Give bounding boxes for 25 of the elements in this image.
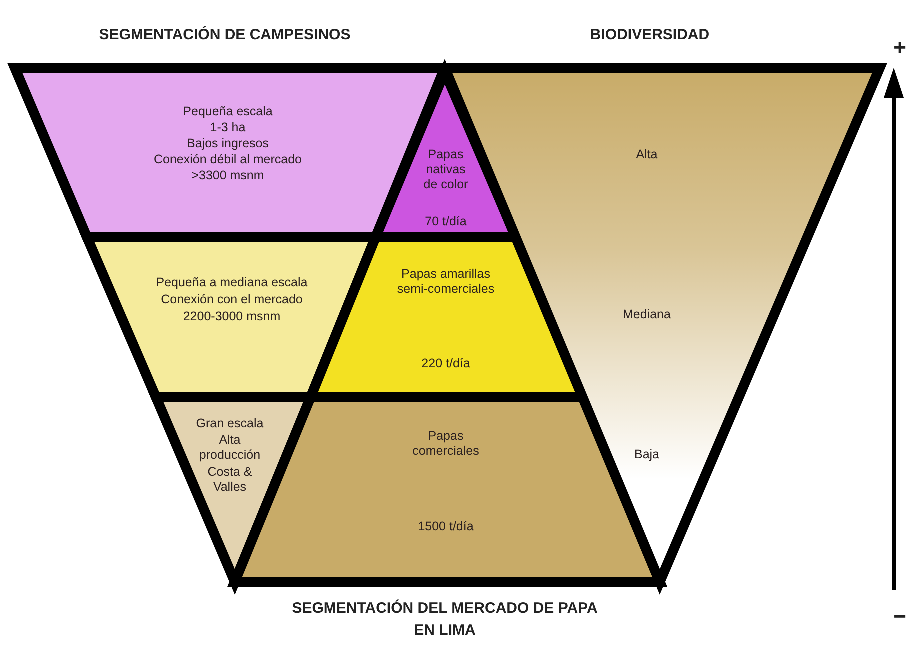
band-label: 220 t/día <box>420 356 472 372</box>
axis-sign: − <box>894 604 906 630</box>
band-label: 2200-3000 msnm <box>182 310 282 324</box>
section-heading: SEGMENTACIÓN DE CAMPESINOS <box>99 26 351 44</box>
section-heading: BIODIVERSIDAD <box>590 26 710 44</box>
band-label: Mediana <box>622 308 672 322</box>
band-label: Conexión débil al mercado <box>152 152 303 168</box>
band-label: 70 t/día <box>424 214 468 230</box>
band-label: Baja <box>633 448 661 462</box>
section-heading: SEGMENTACIÓN DEL MERCADO DE PAPA EN LIMA <box>291 598 599 641</box>
axis-sign: + <box>894 35 906 61</box>
band-label: 1-3 ha <box>209 120 247 136</box>
band-label: Papas comerciales <box>412 429 480 459</box>
band-label: Bajos ingresos <box>186 136 270 152</box>
band-label: 1500 t/día <box>417 520 475 534</box>
band-label: Alta <box>635 148 659 162</box>
band-label: Pequeña a mediana escala <box>155 276 309 290</box>
band-label: >3300 msnm <box>190 168 266 184</box>
band-label: Pequeña escala <box>182 104 274 120</box>
band-label: Gran escala <box>195 416 265 432</box>
band-label: Papas amarillas semi-comerciales <box>396 267 496 297</box>
band-label: Conexión con el mercado <box>160 292 304 308</box>
band-label: Alta producción <box>199 433 261 463</box>
band-label: Papas nativas de color <box>422 148 470 192</box>
band-label: Costa & Valles <box>206 465 254 495</box>
